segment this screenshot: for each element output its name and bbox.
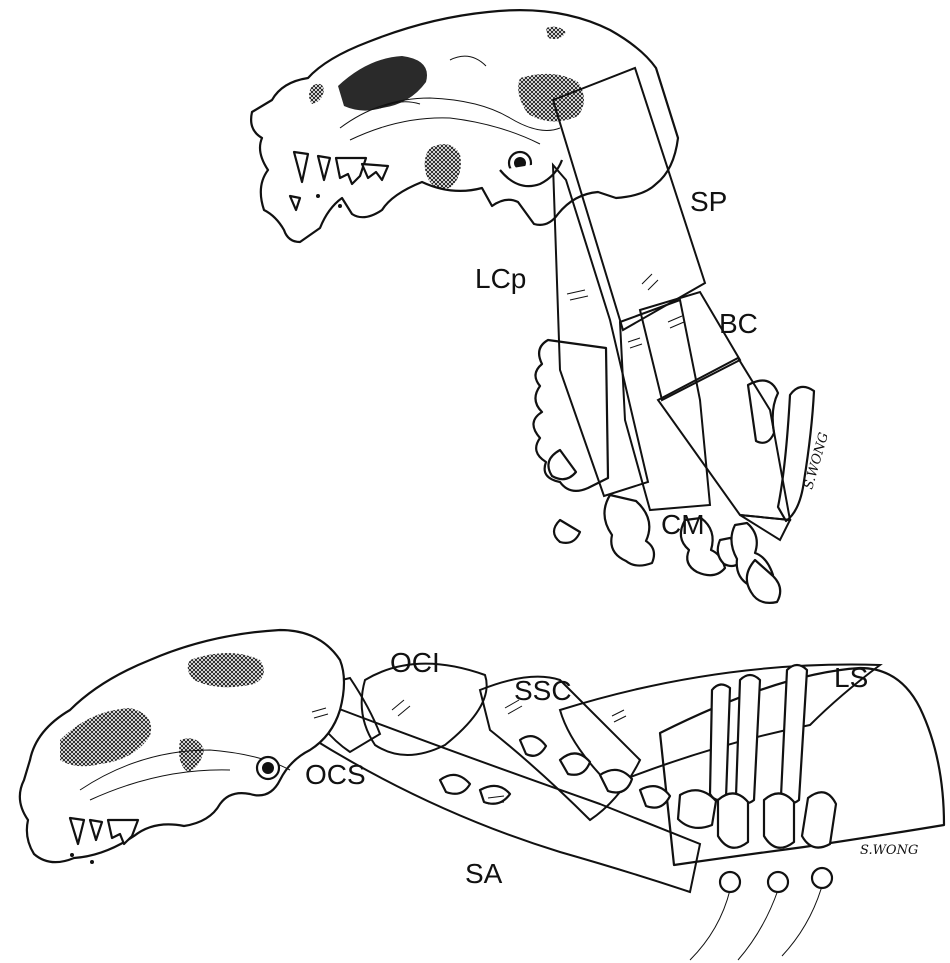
label-sp: SP (690, 186, 727, 217)
label-ls: LS (834, 662, 868, 693)
upper-skull (251, 10, 678, 242)
upper-vertebrae (533, 340, 814, 603)
label-lcp: LCp (475, 263, 526, 294)
artist-signature-lower: S.WONG (860, 843, 918, 858)
label-ssc: SSC (514, 675, 572, 706)
label-sa: SA (465, 858, 503, 889)
lower-skull (20, 630, 344, 864)
lower-figure: OCI SSC LS OCS SA S.WONG (20, 630, 944, 960)
label-ocs: OCS (305, 759, 366, 790)
label-oci: OCI (390, 647, 440, 678)
label-bc: BC (719, 308, 758, 339)
upper-figure: SP LCp BC CM S.WONG (251, 10, 832, 603)
label-cm: CM (661, 509, 705, 540)
